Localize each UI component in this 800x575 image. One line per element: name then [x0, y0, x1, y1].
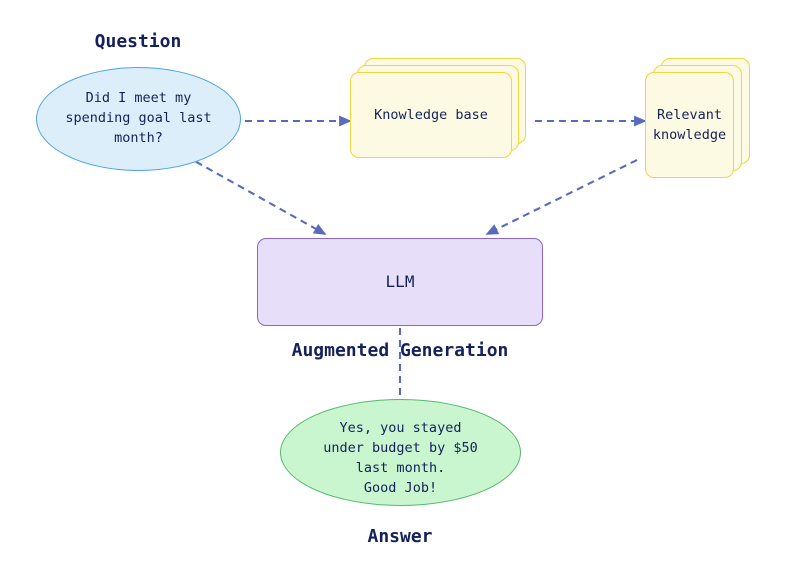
node-knowledge-base[interactable]: Knowledge base [350, 58, 540, 163]
caption-answer: Answer [367, 526, 433, 547]
node-answer-label: Yes, you stayed under budget by $50 last… [323, 419, 478, 496]
knowledge-base-card-front[interactable]: Knowledge base [350, 72, 512, 158]
node-llm-label: LLM [385, 272, 415, 291]
node-answer[interactable]: Yes, you stayed under budget by $50 last… [280, 399, 521, 506]
node-llm[interactable]: LLM [257, 238, 543, 326]
caption-question: Question [94, 31, 182, 52]
edge-question-to-llm [174, 149, 327, 235]
edge-relevant-knowledge-to-llm [485, 159, 638, 235]
node-question[interactable]: Did I meet my spending goal last month? [36, 67, 241, 171]
node-question-label: Did I meet my spending goal last month? [65, 90, 212, 146]
edge-label-augmented-generation: Augmented Generation [291, 340, 509, 361]
relevant-knowledge-card-front[interactable]: Relevant knowledge [645, 72, 734, 178]
node-knowledge-base-label: Knowledge base [374, 107, 488, 123]
node-relevant-knowledge[interactable]: Relevant knowledge [645, 58, 765, 188]
node-relevant-knowledge-label: Relevant knowledge [652, 107, 727, 143]
